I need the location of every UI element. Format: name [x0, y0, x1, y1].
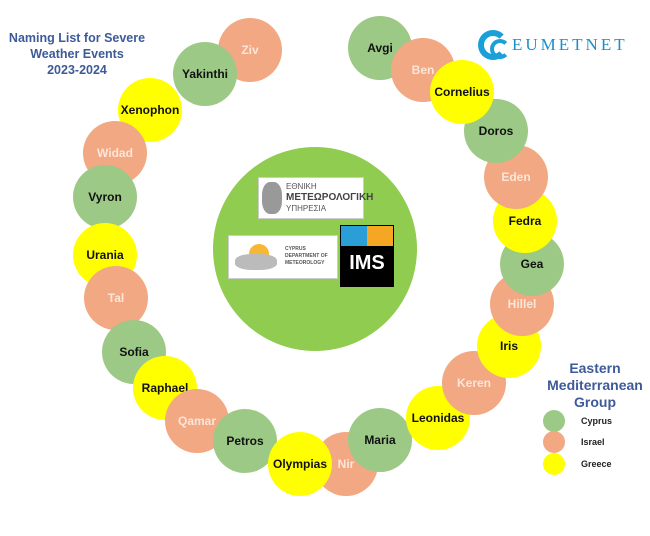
cyprus-line: CYPRUS [285, 246, 306, 252]
hnms-line: ΥΠΗΡΕΣΙΑ [286, 204, 327, 213]
title-line: Weather Events [30, 47, 124, 61]
cyprus-line: DEPARTMENT OF [285, 253, 328, 259]
legend-title-line: Eastern [569, 360, 621, 376]
hnms-line: ΕΘΝΙΚΗ [286, 182, 317, 191]
legend-swatch [543, 453, 565, 475]
name-circle: Olympias [268, 432, 332, 496]
legend-item-greece: Greece [543, 453, 612, 475]
title-line: 2023-2024 [47, 63, 107, 77]
cyprus-line: METEOROLOGY [285, 260, 325, 266]
name-circle: Petros [213, 409, 277, 473]
ims-logo: IMS [340, 225, 394, 287]
legend-swatch [543, 431, 565, 453]
legend-title-line: Group [574, 394, 616, 410]
diagram-title: Naming List for Severe Weather Events 20… [2, 30, 152, 78]
eumetnet-logo-icon [478, 30, 510, 60]
legend-swatch [543, 410, 565, 432]
center-circle: ΕΘΝΙΚΗ ΜΕΤΕΩΡΟΛΟΓΙΚΗ ΥΠΗΡΕΣΙΑ CYPRUS DEP… [213, 147, 417, 351]
legend-label: Greece [581, 459, 612, 469]
name-circle: Maria [348, 408, 412, 472]
legend-label: Cyprus [581, 416, 613, 426]
eumetnet-logo: EUMETNET [478, 30, 628, 60]
name-circle: Keren [442, 351, 506, 415]
name-circle: Vyron [73, 165, 137, 229]
legend-title: Eastern Mediterranean Group [540, 360, 650, 411]
title-line: Naming List for Severe [8, 31, 146, 45]
legend-label: Israel [581, 437, 605, 447]
hnms-line: ΜΕΤΕΩΡΟΛΟΓΙΚΗ [286, 192, 374, 203]
cyprus-met-logo: CYPRUS DEPARTMENT OF METEOROLOGY [228, 235, 338, 279]
legend-title-line: Mediterranean [547, 377, 643, 393]
island-icon [235, 254, 277, 270]
bust-icon [262, 182, 282, 214]
ims-text: IMS [341, 246, 393, 286]
name-circle: Xenophon [118, 78, 182, 142]
name-circle: Sofia [102, 320, 166, 384]
name-circle: Cornelius [430, 60, 494, 124]
logo-text: EUMETNET [512, 35, 628, 54]
ims-orange-block [367, 226, 393, 246]
name-circle: Yakinthi [173, 42, 237, 106]
name-circle: Tal [84, 266, 148, 330]
ims-blue-block [341, 226, 367, 246]
hnms-logo: ΕΘΝΙΚΗ ΜΕΤΕΩΡΟΛΟΓΙΚΗ ΥΠΗΡΕΣΙΑ [258, 177, 373, 219]
legend-item-israel: Israel [543, 431, 605, 453]
legend-item-cyprus: Cyprus [543, 410, 612, 432]
